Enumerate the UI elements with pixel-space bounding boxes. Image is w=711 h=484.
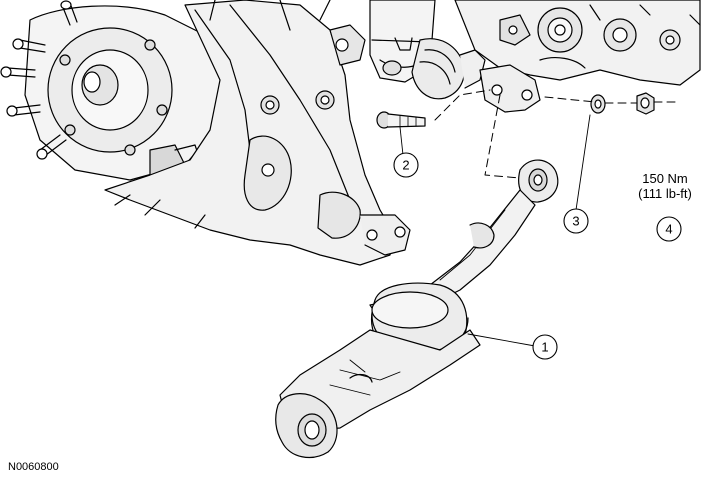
- callout-3: 3: [572, 214, 579, 229]
- knuckle-subframe: [104, 0, 411, 266]
- torque-spec-imperial: (111 lb-ft): [638, 186, 692, 201]
- callout-2-circle: [393, 152, 419, 178]
- cv-boot: [411, 38, 486, 100]
- callout-4-circle: [656, 216, 682, 242]
- callout-4: 4: [665, 222, 672, 237]
- wheel-hub: [0, 0, 226, 181]
- bolt-part-2: [376, 111, 426, 129]
- washer-part-3: [590, 94, 606, 114]
- callout-1: 1: [541, 340, 548, 355]
- leader-lines: [399, 114, 591, 347]
- torque-spec: 150 Nm (111 lb-ft): [620, 171, 710, 201]
- callout-3-circle: [563, 208, 589, 234]
- lower-control-arm: [275, 159, 559, 459]
- alignment-lines: [434, 89, 681, 179]
- figure-id: N0060800: [8, 461, 59, 473]
- callout-2: 2: [402, 158, 409, 173]
- callout-1-circle: [532, 334, 558, 360]
- callout-circles: [393, 152, 682, 360]
- nut-part-4: [636, 92, 655, 115]
- subframe-housing: [454, 0, 701, 113]
- torque-spec-metric: 150 Nm: [642, 171, 688, 186]
